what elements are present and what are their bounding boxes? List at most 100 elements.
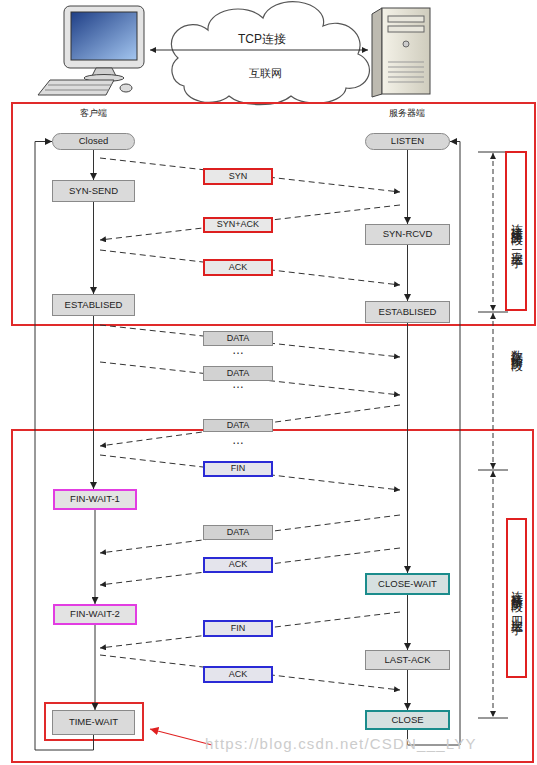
keyboard <box>38 80 114 95</box>
message-box: SYN <box>203 168 273 185</box>
box-text: TIME-WAIT <box>69 717 118 727</box>
state-transition-arrow <box>95 510 96 604</box>
state-box: SYN-SEND <box>52 180 135 202</box>
cloud-title: TCP连接 <box>238 33 286 45</box>
phase-frame <box>12 103 535 325</box>
message-arrow <box>100 158 400 192</box>
message-box: ACK <box>203 557 273 573</box>
phase-label: 数据传输阶段 <box>511 340 523 352</box>
box-text: CLOSE <box>391 715 423 725</box>
server-front <box>382 8 430 94</box>
box-text: SYN-RCVD <box>383 229 433 239</box>
state-transition-arrow <box>93 150 94 180</box>
state-box: FIN-WAIT-2 <box>53 604 137 625</box>
client-computer <box>38 6 144 95</box>
state-transition-arrow <box>93 316 94 489</box>
state-transition-arrow <box>407 595 408 650</box>
box-text: 连接建立阶段：三次握手 <box>509 214 522 248</box>
keyboard-keys <box>45 85 112 90</box>
box-text: LISTEN <box>391 136 424 146</box>
box-text: ACK <box>229 670 248 680</box>
message-arrow <box>100 455 400 490</box>
internet-cloud <box>171 2 369 105</box>
state-box: FIN-WAIT-1 <box>53 489 137 510</box>
state-box: CLOSE <box>365 710 450 730</box>
state-box: TIME-WAIT <box>52 710 135 735</box>
message-box: SYN+ACK <box>203 217 273 233</box>
drive-bay <box>388 26 424 32</box>
mouse <box>120 84 132 92</box>
power-button <box>403 41 409 47</box>
start-state-box: LISTEN <box>365 133 450 150</box>
message-box: DATA <box>203 419 273 432</box>
drive-bay <box>388 16 424 22</box>
state-transition-arrow <box>93 202 94 294</box>
box-text: FIN <box>231 464 246 474</box>
box-text: DATA <box>227 334 250 344</box>
message-box: DATA <box>203 525 273 540</box>
box-text: ESTABLISED <box>379 307 437 317</box>
dimension-line <box>493 313 494 469</box>
message-arrow <box>100 405 400 446</box>
state-transition-arrow <box>407 245 408 301</box>
state-box: SYN-RCVD <box>365 224 450 245</box>
box-text: SYN <box>229 172 248 182</box>
dimension-line <box>493 471 494 717</box>
message-box: FIN <box>203 620 273 637</box>
box-text: CLOSE-WAIT <box>378 579 437 589</box>
message-arrow <box>100 612 400 648</box>
vent-slats <box>388 62 424 82</box>
box-text: DATA <box>227 369 250 379</box>
box-text: FIN-WAIT-2 <box>70 609 120 619</box>
box-text: FIN <box>231 624 246 634</box>
state-transition-arrow <box>95 625 96 710</box>
highlight-frame <box>45 703 143 740</box>
ellipsis: … <box>232 434 244 446</box>
message-arrow <box>100 362 400 395</box>
state-transition-arrow <box>407 323 408 573</box>
message-arrow <box>100 548 400 585</box>
message-arrow <box>100 515 400 553</box>
server-side <box>372 8 382 97</box>
box-text: DATA <box>227 421 250 431</box>
state-box: ESTABLISED <box>52 294 135 316</box>
box-text: ACK <box>229 560 248 570</box>
box-text: DATA <box>227 528 250 538</box>
message-arrow <box>100 250 400 285</box>
message-arrow <box>100 205 400 240</box>
box-text: 连接释放阶段：四次握手 <box>510 581 523 615</box>
box-text: SYN+ACK <box>217 220 259 230</box>
state-box: LAST-ACK <box>365 650 450 670</box>
endpoint-label: 服务器端 <box>389 109 425 118</box>
pointer-arrow <box>150 729 212 745</box>
phase-dimension <box>478 152 508 718</box>
message-arrow <box>100 325 400 357</box>
phase-label-box: 连接释放阶段：四次握手 <box>506 518 527 678</box>
box-text: SYN-SEND <box>69 186 118 196</box>
phase-label-box: 连接建立阶段：三次握手 <box>505 151 527 311</box>
state-transition-arrow <box>407 150 408 224</box>
connection-arrow <box>150 50 368 51</box>
message-box: ACK <box>203 666 273 683</box>
message-box: ACK <box>203 259 273 276</box>
state-box: CLOSE-WAIT <box>365 573 450 595</box>
message-arrows <box>100 158 400 690</box>
watermark: https://blog.csdn.net/CSDN___LYY <box>205 736 477 751</box>
box-text: ESTABLISED <box>65 300 123 310</box>
box-text: ACK <box>229 263 248 273</box>
monitor-frame <box>64 6 144 68</box>
state-transition-arrow <box>407 670 408 710</box>
monitor-screen <box>71 12 137 60</box>
dimension-line <box>493 153 494 311</box>
box-text: LAST-ACK <box>385 655 431 665</box>
box-text: FIN-WAIT-1 <box>70 494 120 504</box>
phase-frame <box>12 430 533 762</box>
message-box: FIN <box>203 461 273 477</box>
endpoint-label: 客户端 <box>80 109 107 118</box>
box-text: Closed <box>79 136 109 146</box>
state-box: ESTABLISED <box>365 301 450 323</box>
cloud-label: 互联网 <box>249 68 282 79</box>
dimension-ticks <box>478 152 508 718</box>
server-tower <box>372 8 430 97</box>
